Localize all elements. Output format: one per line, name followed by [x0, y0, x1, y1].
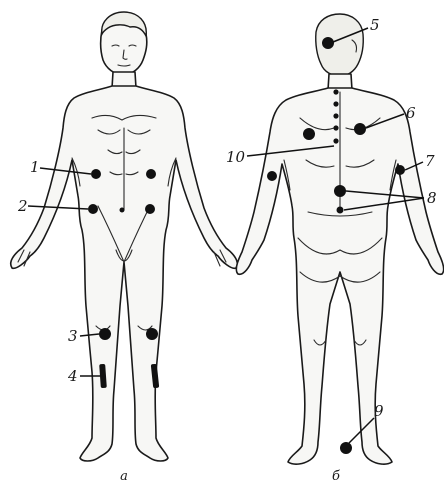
site-1-right-abdomen [146, 169, 156, 179]
spine-point-1 [333, 89, 338, 94]
label-9: 9 [374, 402, 384, 420]
site-8-lower-back [334, 185, 346, 197]
spine-point-3 [333, 113, 338, 118]
label-7: 7 [425, 152, 435, 170]
spine-point-5 [333, 138, 338, 143]
site-7-right-upper-arm [395, 165, 405, 175]
site-7-left-upper-arm [267, 171, 277, 181]
label-6: 6 [406, 104, 416, 122]
site-6-right-shoulder-blade [354, 123, 366, 135]
site-5-back-of-head [322, 37, 334, 49]
label-8: 8 [427, 189, 437, 207]
label-4: 4 [67, 367, 78, 385]
panel-caption-back: б [332, 469, 340, 484]
label-2: 2 [17, 197, 28, 215]
site-3-left-knee [99, 328, 111, 340]
site-6-left-shoulder-blade [303, 128, 315, 140]
label-1: 1 [30, 158, 40, 176]
spine-point-4 [333, 125, 338, 130]
front-body-figure [11, 12, 238, 461]
site-3-right-knee [146, 328, 158, 340]
panel-caption-front: а [120, 469, 128, 484]
site-1-left-abdomen [91, 169, 101, 179]
site-8-sacrum [337, 207, 344, 214]
back-body-figure [236, 14, 443, 464]
site-9-heel [340, 442, 352, 454]
site-2-right-lower-abdomen [145, 204, 155, 214]
label-5: 5 [370, 16, 380, 34]
site-2-left-lower-abdomen [88, 204, 98, 214]
label-3: 3 [68, 327, 78, 345]
label-10: 10 [226, 148, 246, 166]
site-2-center-lower-abdomen [120, 208, 125, 213]
spine-point-2 [333, 101, 338, 106]
